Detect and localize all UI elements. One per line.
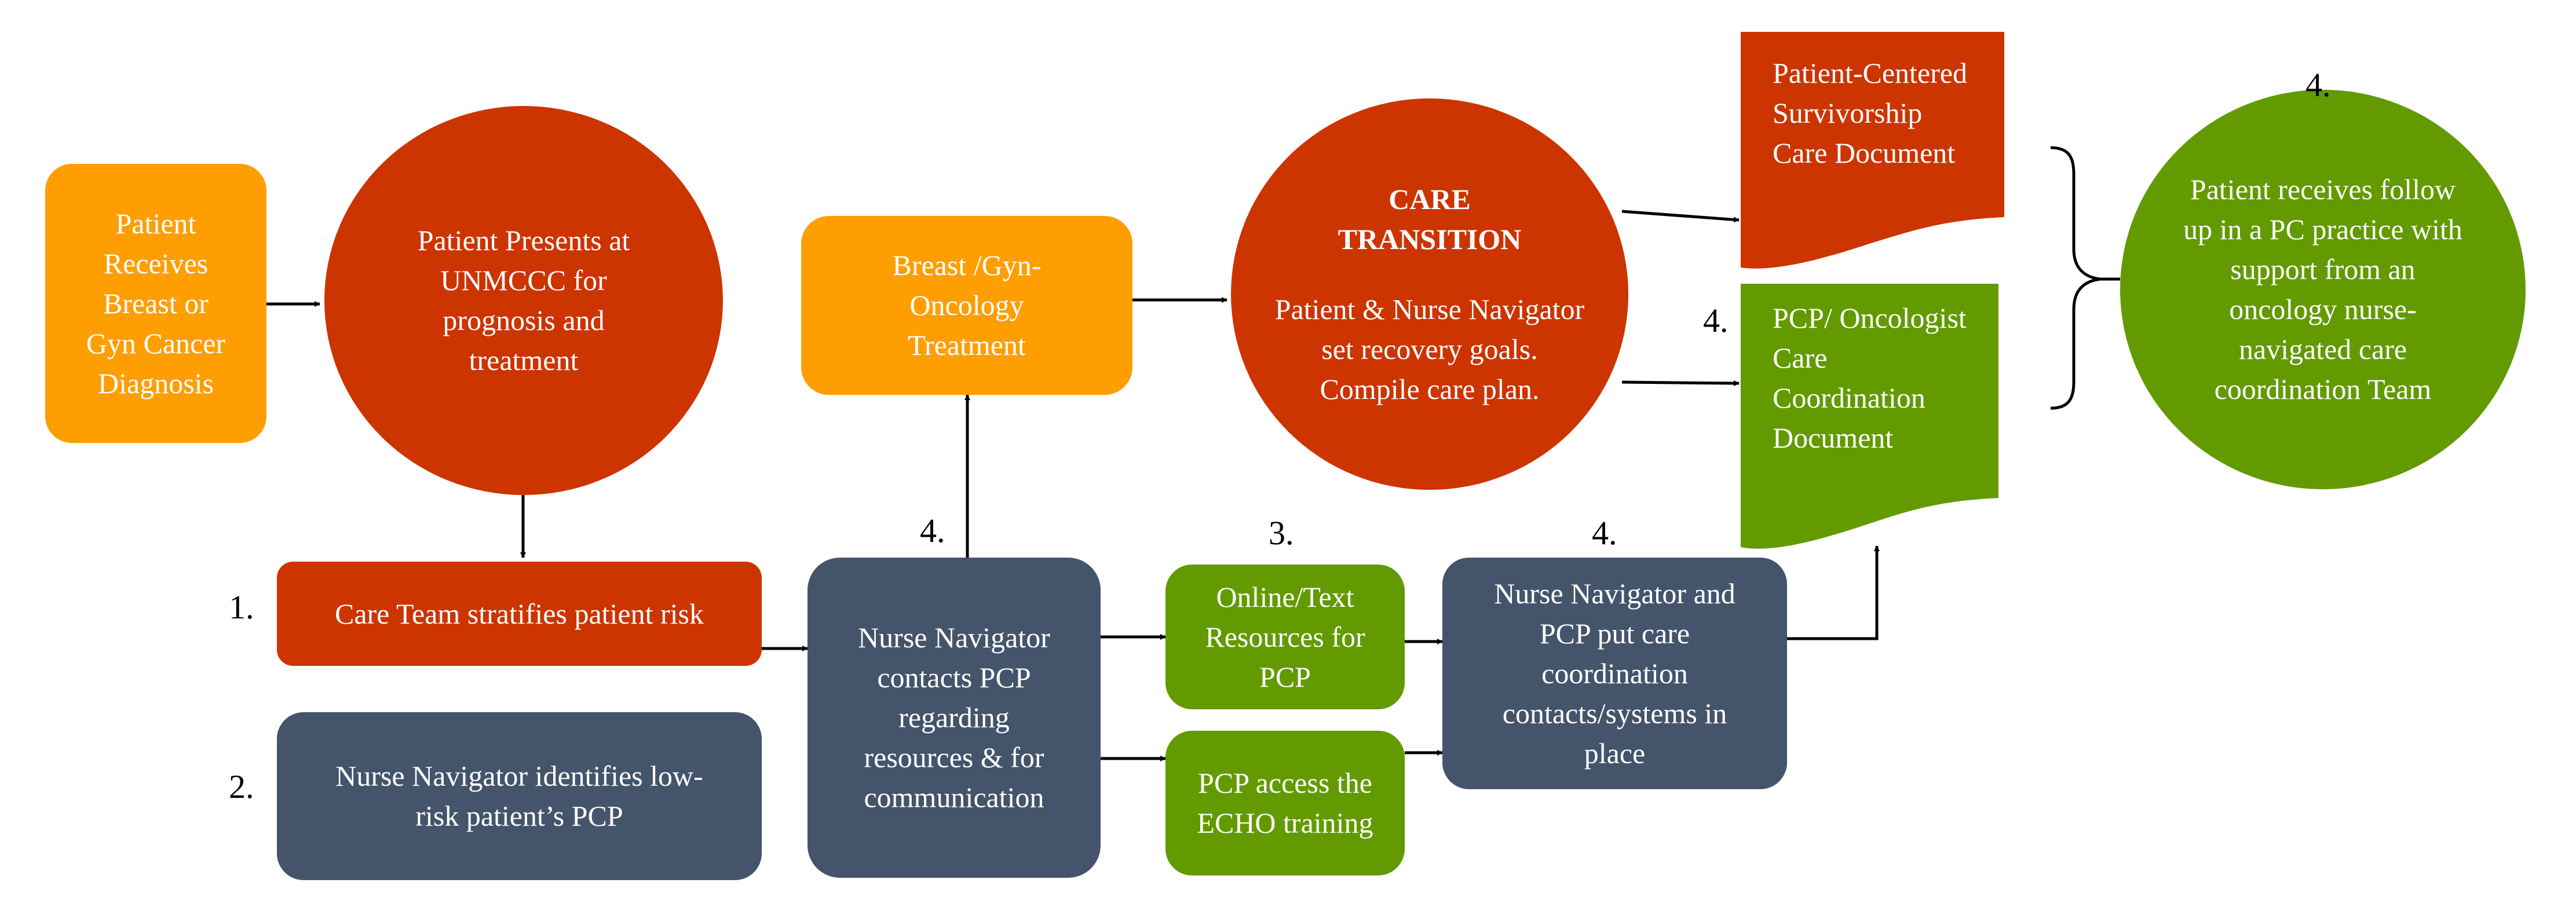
edge-put-coordination xyxy=(1787,545,1880,640)
echo-training-node: PCP access the ECHO training xyxy=(1165,731,1405,875)
step-number-coordination-doc: 4. xyxy=(1703,302,1729,339)
diagnosis-node: Patient Receives Breast or Gyn Cancer Di… xyxy=(45,164,266,443)
online-resources-label: Online/Text Resources for PCP xyxy=(1205,580,1365,693)
bracket-connector xyxy=(2050,146,2100,410)
presents-node: Patient Presents at UNMCCC for prognosis… xyxy=(324,106,723,495)
step-number-put-in-place: 4. xyxy=(1592,514,1617,552)
diagnosis-label: Patient Receives Breast or Gyn Cancer Di… xyxy=(86,207,226,400)
put-in-place-label: Nurse Navigator and PCP put care coordin… xyxy=(1494,577,1735,770)
step-number-identifies: 2. xyxy=(229,768,254,805)
stratify-label: Care Team stratifies patient risk xyxy=(334,597,704,630)
survivorship-doc-label: Patient-Centered Survivorship Care Docum… xyxy=(1773,56,1967,169)
survivorship-doc-node: Patient-Centered Survivorship Care Docum… xyxy=(1741,32,2004,269)
treatment-node: Breast /Gyn-Oncology Treatment xyxy=(801,216,1132,395)
step-number-treatment-link: 4. xyxy=(920,512,945,549)
coordination-doc-node: PCP/ Oncologist Care Coordination Docume… xyxy=(1741,284,1998,547)
care-transition-title: CARE TRANSITION xyxy=(1338,182,1522,255)
coordination-doc-label: PCP/ Oncologist Care Coordination Docume… xyxy=(1773,301,1967,454)
edge-transition-coordination xyxy=(1621,380,1740,386)
step-number-stratify: 1. xyxy=(229,588,254,626)
edge-transition-survivorship xyxy=(1621,210,1740,223)
treatment-label: Breast /Gyn-Oncology Treatment xyxy=(892,249,1042,361)
survivorship-doc-shape xyxy=(1741,32,2004,269)
identifies-node: Nurse Navigator identifies low-risk pati… xyxy=(277,712,762,880)
follow-up-label: Patient receives follow up in a PC pract… xyxy=(2183,173,2462,405)
stratify-node: Care Team stratifies patient risk xyxy=(277,562,762,666)
care-transition-body: Patient & Nurse Navigator set recovery g… xyxy=(1274,292,1585,405)
step-number-follow-up: 4. xyxy=(2305,66,2331,104)
presents-label: Patient Presents at UNMCCC for prognosis… xyxy=(417,224,630,376)
care-transition-node: CARE TRANSITION Patient & Nurse Navigato… xyxy=(1231,98,1628,490)
step-number-online-resources: 3. xyxy=(1269,514,1294,552)
follow-up-node: Patient receives follow up in a PC pract… xyxy=(2120,90,2526,489)
coordination-doc-shape xyxy=(1741,284,1998,549)
online-resources-node: Online/Text Resources for PCP xyxy=(1165,565,1405,709)
contacts-node: Nurse Navigator contacts PCP regarding r… xyxy=(807,558,1101,878)
contacts-label: Nurse Navigator contacts PCP regarding r… xyxy=(858,621,1050,814)
put-in-place-node: Nurse Navigator and PCP put care coordin… xyxy=(1442,558,1787,789)
echo-training-label: PCP access the ECHO training xyxy=(1197,767,1373,839)
identifies-label: Nurse Navigator identifies low-risk pati… xyxy=(335,760,703,832)
